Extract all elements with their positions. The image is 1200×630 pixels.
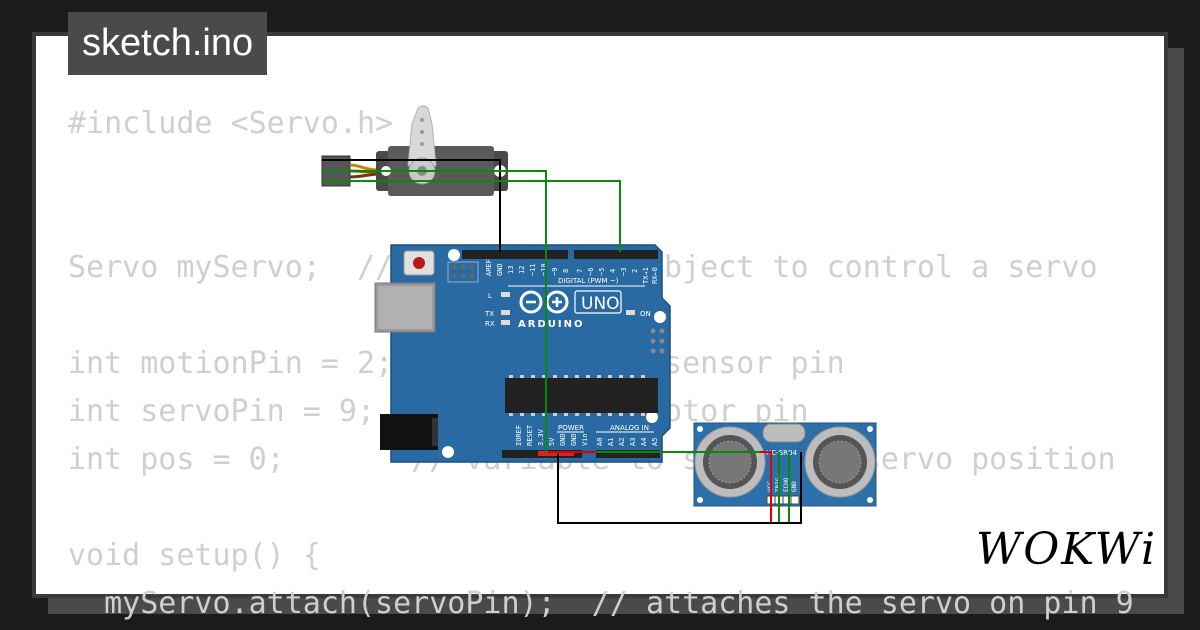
wire-servo-gnd[interactable] bbox=[322, 159, 501, 252]
pin-label: ~9 bbox=[551, 268, 559, 276]
pin-label: A5 bbox=[651, 438, 659, 446]
led-tx bbox=[501, 310, 510, 315]
wire-servo-5v[interactable] bbox=[322, 170, 547, 452]
transducer-left bbox=[694, 426, 766, 498]
led-label: RX bbox=[485, 320, 495, 328]
sensor-pin-label: GND bbox=[791, 481, 798, 492]
servo-motor[interactable] bbox=[321, 105, 508, 196]
mounting-hole bbox=[442, 446, 454, 458]
pin-label: IOREF bbox=[515, 425, 523, 446]
pin-label: ~5 bbox=[598, 268, 606, 276]
crystal bbox=[762, 423, 806, 443]
pin-label: ~10 bbox=[540, 263, 548, 276]
pin-label: TX→1 bbox=[642, 267, 650, 284]
sensor-pin-label: ECHO bbox=[783, 477, 790, 492]
pin-label: 7 bbox=[576, 269, 584, 273]
pin-label: 8 bbox=[562, 269, 570, 273]
pin-label: 13 bbox=[507, 266, 515, 274]
pin-label: GND bbox=[570, 433, 578, 446]
sketch-title: sketch.ino bbox=[68, 12, 268, 75]
pin-label: RX←0 bbox=[651, 267, 659, 284]
led-label: L bbox=[488, 292, 492, 300]
wires bbox=[322, 159, 802, 524]
analog-header-label: ANALOG IN bbox=[610, 424, 649, 432]
pin-label: 4 bbox=[609, 269, 617, 273]
ultrasonic-sensor[interactable]: HC-SR04 VCC TRIG ECHO GND bbox=[693, 422, 877, 507]
pin-label: 3.3V bbox=[537, 428, 545, 446]
code-line: void setup() { bbox=[68, 538, 321, 573]
pin-label: A0 bbox=[596, 438, 604, 446]
pin-label: GND bbox=[496, 263, 504, 276]
arduino-uno-board[interactable]: AREF GND 13 12 ~11 ~10 ~9 8 7 ~6 ~5 4 ~3… bbox=[374, 244, 671, 463]
pin-label: ~3 bbox=[620, 268, 628, 276]
pin-label: ~11 bbox=[529, 263, 537, 276]
pin-label: Vin bbox=[581, 433, 589, 446]
wire-sensor-gnd[interactable] bbox=[557, 452, 802, 524]
code-line: myServo.attach(servoPin); // attaches th… bbox=[68, 586, 1134, 621]
servo-wire-ground bbox=[349, 172, 379, 179]
transducer-right bbox=[804, 426, 876, 498]
pin-label: GND bbox=[559, 433, 567, 446]
pin-label: AREF bbox=[485, 259, 493, 276]
wire-servo-signal[interactable] bbox=[322, 180, 621, 252]
on-label: ON bbox=[640, 310, 651, 318]
sensor-model: HC-SR04 bbox=[766, 449, 797, 457]
mounting-hole bbox=[448, 249, 460, 261]
led-rx bbox=[501, 320, 510, 325]
pin-label: RESET bbox=[526, 424, 534, 446]
board-model: UNO bbox=[581, 294, 620, 314]
icsp-header-right bbox=[650, 328, 665, 354]
pin-label: A4 bbox=[640, 438, 648, 446]
pin-label: A2 bbox=[618, 438, 626, 446]
pin-label: 5V bbox=[548, 437, 556, 446]
icsp-header bbox=[447, 261, 479, 283]
pin-label: ~6 bbox=[587, 268, 595, 276]
pin-label: 12 bbox=[518, 266, 526, 274]
reset-button-cap[interactable] bbox=[413, 257, 425, 269]
led-label: TX bbox=[484, 310, 494, 318]
wokwi-logo: WOKWi bbox=[976, 524, 1158, 575]
servo-wire-signal bbox=[349, 163, 379, 172]
led-l bbox=[501, 292, 510, 297]
analog-header bbox=[596, 450, 660, 458]
power-header-label: POWER bbox=[558, 424, 584, 432]
mounting-hole bbox=[654, 311, 666, 323]
atmega-chip bbox=[505, 378, 658, 413]
power-jack bbox=[380, 414, 438, 450]
digital-header-label: DIGITAL (PWM ~) bbox=[558, 277, 619, 285]
pin-label: 2 bbox=[631, 269, 639, 273]
mounting-hole bbox=[646, 411, 658, 423]
digital-header-right bbox=[574, 250, 658, 259]
code-line: #include <Servo.h> bbox=[68, 106, 394, 141]
board-brand: ARDUINO bbox=[518, 319, 584, 330]
pin-label: A3 bbox=[629, 438, 637, 446]
digital-header-left bbox=[462, 250, 568, 259]
pin-label: A1 bbox=[607, 438, 615, 446]
led-on bbox=[626, 310, 635, 315]
